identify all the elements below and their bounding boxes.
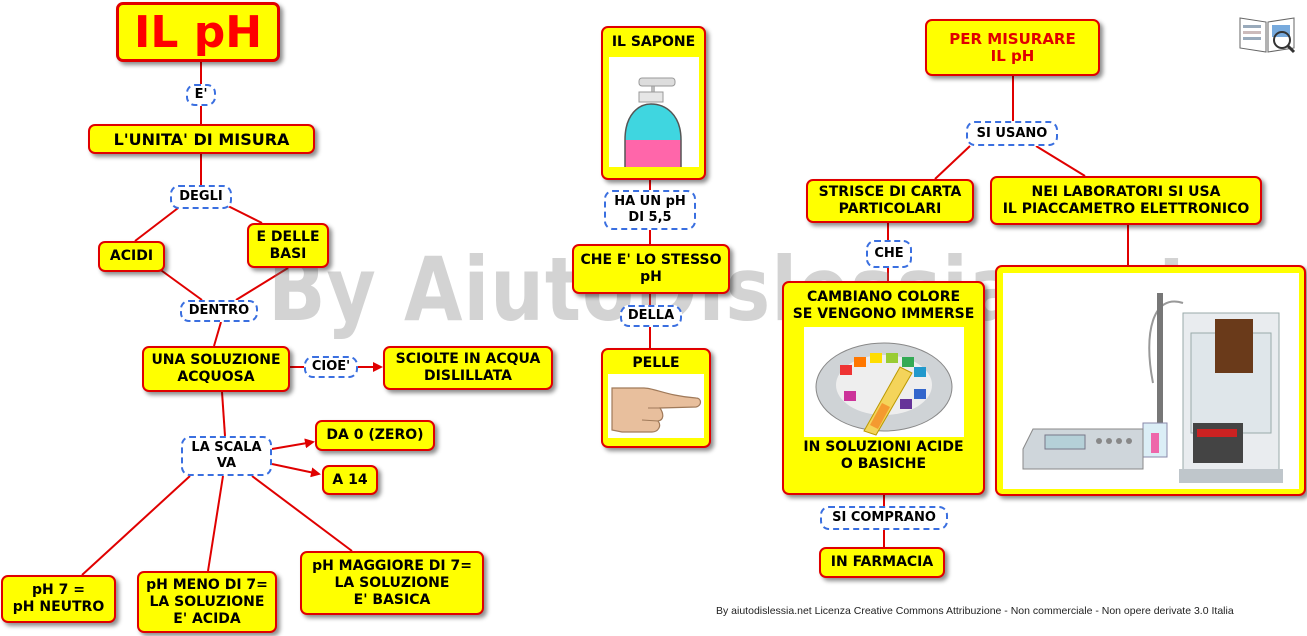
link-comprano: SI COMPRANO [820, 506, 948, 530]
node-sapone: IL SAPONE [601, 26, 706, 180]
node-phmeter [995, 265, 1306, 496]
link-haunph: HA UN pH DI 5,5 [604, 190, 696, 230]
node-soluzione: UNA SOLUZIONE ACQUOSA [142, 346, 290, 392]
node-stesso: CHE E' LO STESSO pH [572, 244, 730, 294]
node-basi: E DELLE BASI [247, 223, 329, 268]
node-laboratori: NEI LABORATORI SI USA IL PIACCAMETRO ELE… [990, 176, 1262, 225]
link-scala: LA SCALA VA [181, 436, 272, 476]
link-che: CHE [866, 240, 912, 268]
link-e: E' [186, 84, 216, 106]
soap-bottle-image [608, 57, 699, 167]
ph-meter-image [1002, 272, 1299, 489]
node-cambiano: CAMBIANO COLORE SE VENGONO IMMERSE IN SO… [782, 281, 985, 495]
node-acidi: ACIDI [98, 241, 165, 272]
soap-bottle-icon [623, 77, 682, 167]
soluzioni-label: IN SOLUZIONI ACIDE O BASICHE [803, 439, 964, 472]
pointing-hand-icon [608, 374, 704, 438]
node-basica: pH MAGGIORE DI 7= LA SOLUZIONE E' BASICA [300, 551, 484, 615]
node-unita: L'UNITA' DI MISURA [88, 124, 315, 154]
node-pelle: PELLE [601, 348, 711, 448]
node-da0: DA 0 (ZERO) [315, 420, 435, 451]
node-neutro: pH 7 = pH NEUTRO [1, 575, 116, 623]
title-text: IL pH [133, 6, 263, 58]
link-degli: DEGLI [170, 185, 232, 209]
node-a14: A 14 [322, 465, 378, 495]
node-strisce: STRISCE DI CARTA PARTICOLARI [806, 179, 974, 223]
node-misurare: PER MISURARE IL pH [925, 19, 1100, 76]
ph-paper-image [803, 327, 964, 437]
node-sciolte: SCIOLTE IN ACQUA DISLILLATA [383, 346, 553, 390]
node-farmacia: IN FARMACIA [819, 547, 945, 578]
link-dentro: DENTRO [180, 300, 258, 322]
title-box: IL pH [116, 2, 280, 62]
link-usano: SI USANO [966, 121, 1058, 146]
link-cioe: CIOE' [304, 356, 358, 378]
link-della: DELLA [620, 305, 682, 327]
node-acida: pH MENO DI 7= LA SOLUZIONE E' ACIDA [137, 571, 277, 633]
book-icon[interactable] [1238, 12, 1296, 54]
pelle-label: PELLE [632, 355, 680, 371]
cambiano-label: CAMBIANO COLORE SE VENGONO IMMERSE [792, 289, 975, 322]
license-footer: By aiutodislessia.net Licenza Creative C… [716, 605, 1234, 617]
sapone-label: IL SAPONE [611, 34, 696, 50]
